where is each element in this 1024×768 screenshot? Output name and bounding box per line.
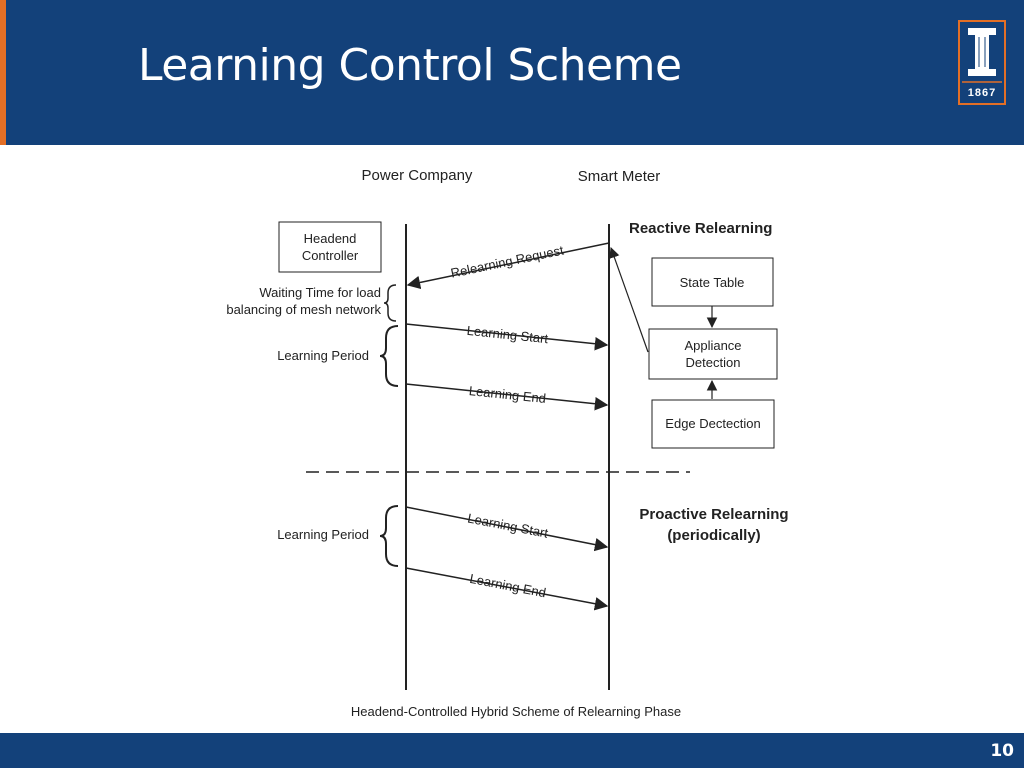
learning-start-arrow-1	[405, 323, 609, 351]
svg-text:Detection: Detection	[686, 355, 741, 370]
waiting-time-label-line1: Waiting Time for load	[259, 285, 381, 300]
proactive-relearning-label: Proactive Relearning	[639, 506, 788, 523]
logo-year: 1867	[968, 87, 996, 99]
relearning-request-arrow	[406, 242, 610, 290]
learning-start-arrow-2	[405, 506, 609, 552]
learning-end-label-1: Learning End	[468, 383, 546, 406]
state-table-box: State Table	[651, 257, 774, 307]
learning-period-label-2: Learning Period	[277, 527, 369, 542]
learning-end-label-2: Learning End	[468, 571, 547, 600]
learning-period-brace-1	[379, 325, 399, 387]
learning-start-label-1: Learning Start	[466, 323, 549, 346]
learning-start-label-2: Learning Start	[466, 510, 549, 540]
slide-footer: 10	[0, 733, 1024, 768]
svg-text:Appliance: Appliance	[684, 338, 741, 353]
svg-text:Edge Dectection: Edge Dectection	[665, 416, 760, 431]
edge-detection-box: Edge Dectection	[651, 399, 775, 449]
appliance-to-request-arrow	[609, 246, 649, 353]
proactive-periodically-label: (periodically)	[667, 527, 760, 544]
appliance-detection-box: Appliance Detection	[648, 328, 778, 380]
learning-end-arrow-1	[405, 383, 609, 411]
waiting-brace	[383, 284, 397, 322]
learning-period-label-1: Learning Period	[277, 348, 369, 363]
reactive-relearning-label: Reactive Relearning	[629, 220, 772, 237]
headend-controller-box: Headend Controller	[278, 221, 382, 273]
university-logo: 1867	[958, 20, 1006, 105]
slide-header: Learning Control Scheme 1867	[0, 0, 1024, 145]
svg-text:Controller: Controller	[302, 248, 359, 263]
diagram-caption: Headend-Controlled Hybrid Scheme of Rele…	[351, 704, 681, 719]
relearning-sequence-diagram: Power Company Smart Meter Headend Contro…	[226, 167, 788, 719]
waiting-time-label-line2: balancing of mesh network	[226, 302, 381, 317]
slide-title: Learning Control Scheme	[138, 40, 682, 91]
relearning-request-label: Relearning Request	[449, 242, 565, 280]
header-accent-bar	[0, 0, 6, 145]
learning-period-brace-2	[379, 505, 399, 567]
lane-label-smart-meter: Smart Meter	[578, 168, 661, 185]
page-number: 10	[990, 741, 1014, 761]
svg-text:Headend: Headend	[304, 231, 357, 246]
lane-label-power-company: Power Company	[362, 167, 473, 184]
learning-end-arrow-2	[405, 567, 609, 611]
svg-text:State Table: State Table	[680, 275, 745, 290]
